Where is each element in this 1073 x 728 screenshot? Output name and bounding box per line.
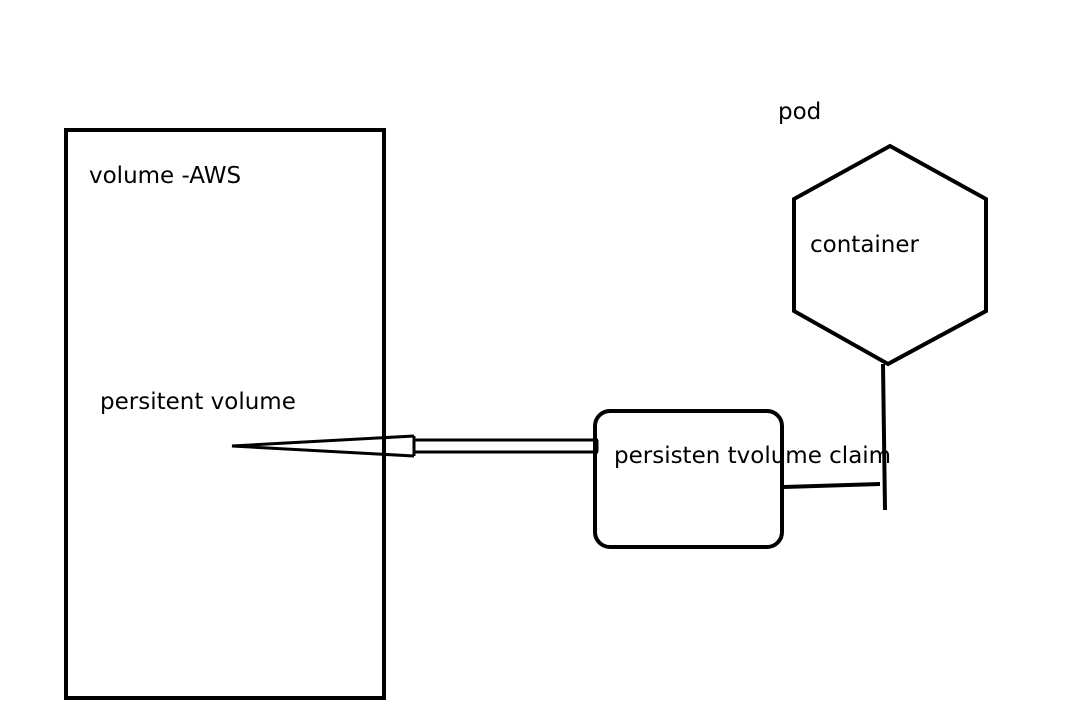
claim-connector-line xyxy=(783,482,881,489)
persistent-volume-label: persitent volume xyxy=(100,389,296,415)
pod-label: pod xyxy=(778,99,822,125)
volume-aws-box xyxy=(64,128,386,700)
volume-aws-label: volume -AWS xyxy=(89,163,242,189)
pvc-box xyxy=(593,409,784,549)
persistent-volume-claim-label: persisten tvolume claim xyxy=(614,443,892,469)
container-to-claim-line xyxy=(881,363,887,511)
container-label: container xyxy=(810,232,919,258)
claim-to-volume-arrow xyxy=(231,434,599,458)
pod-hexagon xyxy=(792,143,988,367)
